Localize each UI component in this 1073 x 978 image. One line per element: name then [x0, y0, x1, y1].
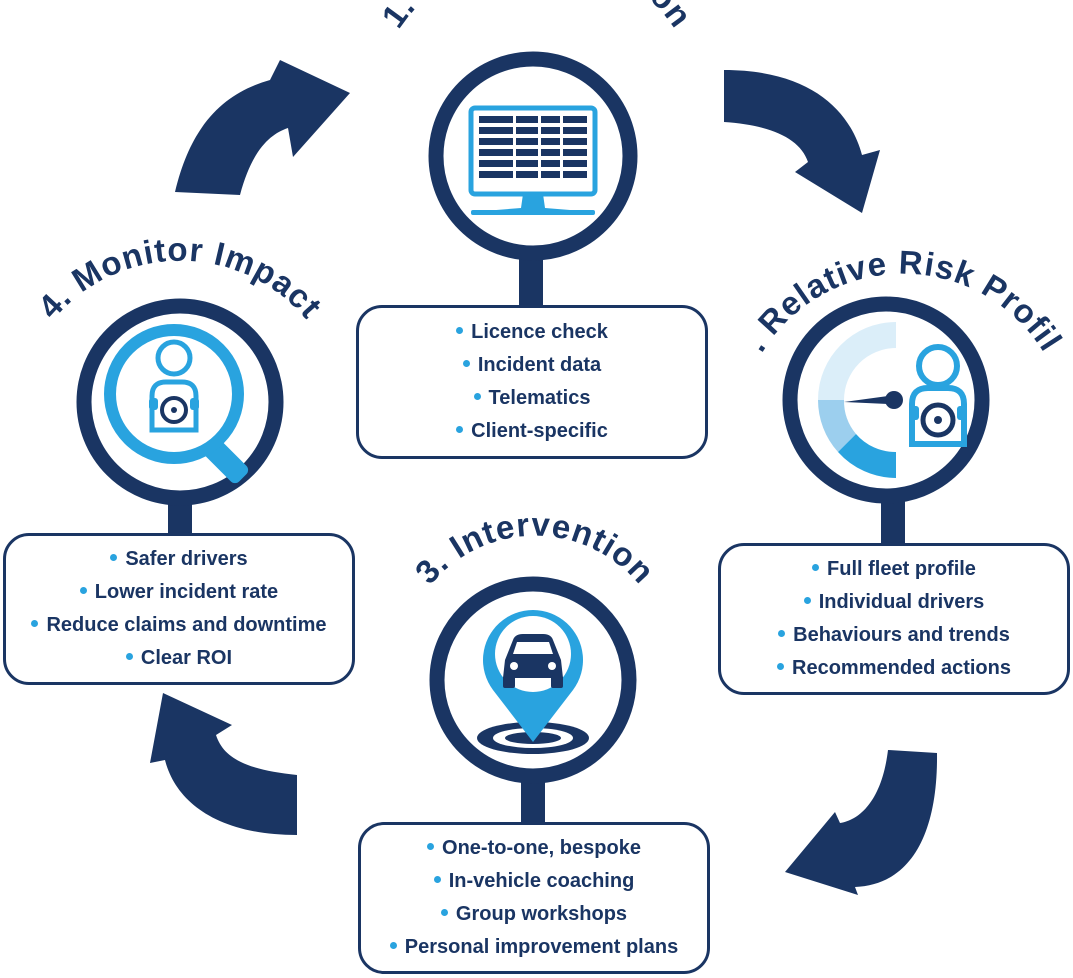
bullet-icon — [440, 909, 448, 917]
bullet-icon — [79, 587, 87, 595]
list-item-text: Full fleet profile — [827, 558, 976, 580]
list-item: Personal improvement plans — [389, 931, 679, 964]
list-item-text: Personal improvement plans — [404, 936, 679, 958]
arrow-to-step-3 — [785, 750, 938, 895]
list-item-text: In-vehicle coaching — [448, 870, 635, 892]
step-1-title: 1. Input Information — [374, 0, 699, 34]
monitor-icon — [468, 105, 598, 215]
list-item-text: Safer drivers — [125, 548, 248, 570]
bullet-icon — [456, 426, 464, 434]
bullet-icon — [803, 597, 811, 605]
bullet-icon — [389, 942, 397, 950]
step-4-list: Safer drivers Lower incident rate Reduce… — [31, 543, 327, 675]
list-item: Recommended actions — [777, 652, 1011, 685]
list-item: One-to-one, bespoke — [390, 832, 678, 865]
step-2-box: Full fleet profile Individual drivers Be… — [718, 543, 1070, 695]
bullet-icon — [427, 843, 435, 851]
list-item-text: Telematics — [488, 387, 591, 409]
list-item-text: Reduce claims and downtime — [46, 614, 327, 636]
list-item-text: Incident data — [477, 354, 602, 376]
list-item: Incident data — [456, 349, 608, 382]
bullet-icon — [462, 360, 470, 368]
list-item: Clear ROI — [31, 642, 326, 675]
arrow-to-step-4 — [150, 693, 297, 835]
driver-icon — [149, 339, 199, 433]
cycle-arrows — [150, 60, 938, 895]
bullet-icon — [433, 876, 441, 884]
risk-gauge-icon — [818, 322, 967, 478]
list-item-text: Clear ROI — [140, 647, 233, 669]
list-item: Behaviours and trends — [777, 619, 1011, 652]
list-item: Safer drivers — [31, 543, 326, 576]
list-item-text: Recommended actions — [792, 657, 1011, 679]
list-item: Group workshops — [390, 898, 678, 931]
car-location-pin-icon — [477, 610, 589, 754]
step-1-list: Licence check Incident data Telematics C… — [456, 316, 608, 448]
step-3-list: One-to-one, bespoke In-vehicle coaching … — [389, 832, 679, 964]
bullet-icon — [31, 620, 39, 628]
list-item: In-vehicle coaching — [390, 865, 678, 898]
list-item: Client-specific — [456, 415, 608, 448]
magnifier-driver-icon — [104, 324, 249, 484]
step-4-box: Safer drivers Lower incident rate Reduce… — [3, 533, 355, 685]
list-item-text: One-to-one, bespoke — [442, 837, 641, 859]
bullet-icon — [473, 393, 481, 401]
list-item-text: Behaviours and trends — [793, 624, 1010, 646]
arrow-to-step-2 — [724, 70, 880, 213]
step-1-box: Licence check Incident data Telematics C… — [356, 305, 708, 459]
bullet-icon — [777, 663, 785, 671]
driver-icon — [909, 344, 967, 447]
arrow-to-step-1 — [175, 60, 350, 195]
step-1-title-path: 1. Input Information — [374, 0, 698, 34]
list-item: Licence check — [456, 316, 608, 349]
list-item: Telematics — [456, 382, 608, 415]
bullet-icon — [125, 653, 133, 661]
list-item: Lower incident rate — [31, 576, 326, 609]
list-item: Full fleet profile — [777, 553, 1011, 586]
bullet-icon — [110, 554, 118, 562]
list-item: Individual drivers — [777, 586, 1011, 619]
list-item-text: Group workshops — [455, 903, 628, 925]
list-item-text: Individual drivers — [818, 591, 985, 613]
list-item: Reduce claims and downtime — [31, 609, 327, 642]
bullet-icon — [456, 327, 464, 335]
bullet-icon — [778, 630, 786, 638]
list-item-text: Licence check — [471, 321, 608, 343]
list-item-text: Client-specific — [471, 420, 608, 442]
step-2-list: Full fleet profile Individual drivers Be… — [777, 553, 1011, 685]
list-item-text: Lower incident rate — [94, 581, 279, 603]
bullet-icon — [812, 564, 820, 572]
step-3-box: One-to-one, bespoke In-vehicle coaching … — [358, 822, 710, 974]
